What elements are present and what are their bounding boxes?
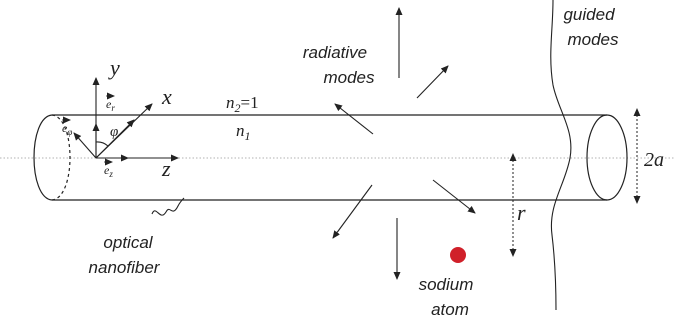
vec-er-label: er <box>106 92 115 113</box>
radiative-modes-label-line2: modes <box>323 68 375 87</box>
axis-x-label: x <box>161 84 172 109</box>
sodium-atom-dot <box>450 247 466 263</box>
sodium-atom-label-line2: atom <box>431 300 469 319</box>
axis-y-label: y <box>108 55 120 80</box>
axis-z-label: z <box>161 156 171 181</box>
svg-text:ez: ez <box>104 163 113 179</box>
diameter-2a-label: 2a <box>644 149 664 171</box>
guided-mode-curve <box>550 0 572 311</box>
n1-label: n1 <box>236 121 251 143</box>
guided-modes-label-line1: guided <box>563 5 615 24</box>
n2-label: n2=1 <box>226 93 259 115</box>
radiative-mode-arrows <box>332 7 476 280</box>
radiative-arrow-upleft <box>334 103 374 135</box>
phi-angle-label: φ <box>110 124 118 140</box>
nanofiber-leader-squiggle <box>151 197 185 216</box>
radial-line <box>95 119 135 159</box>
coordinate-axes <box>73 77 179 162</box>
phi-angle-arc <box>95 141 109 147</box>
vec-ephi-label: eφ <box>62 116 72 137</box>
radiative-arrow-downright <box>432 179 476 214</box>
svg-text:er: er <box>106 97 115 113</box>
optical-nanofiber-label-line2: nanofiber <box>89 258 161 277</box>
optical-nanofiber-label-line1: optical <box>103 233 153 252</box>
radius-r-label: r <box>517 200 526 225</box>
vec-ephi-arrow <box>73 132 97 159</box>
vec-ez-label: ez <box>104 158 113 179</box>
radiative-arrow-upright <box>416 65 449 99</box>
sodium-atom-label-line1: sodium <box>419 275 474 294</box>
radiative-modes-label-line1: radiative <box>303 43 367 62</box>
guided-modes-label-line2: modes <box>567 30 619 49</box>
svg-text:eφ: eφ <box>62 121 72 137</box>
radiative-arrow-downleft <box>332 184 373 239</box>
